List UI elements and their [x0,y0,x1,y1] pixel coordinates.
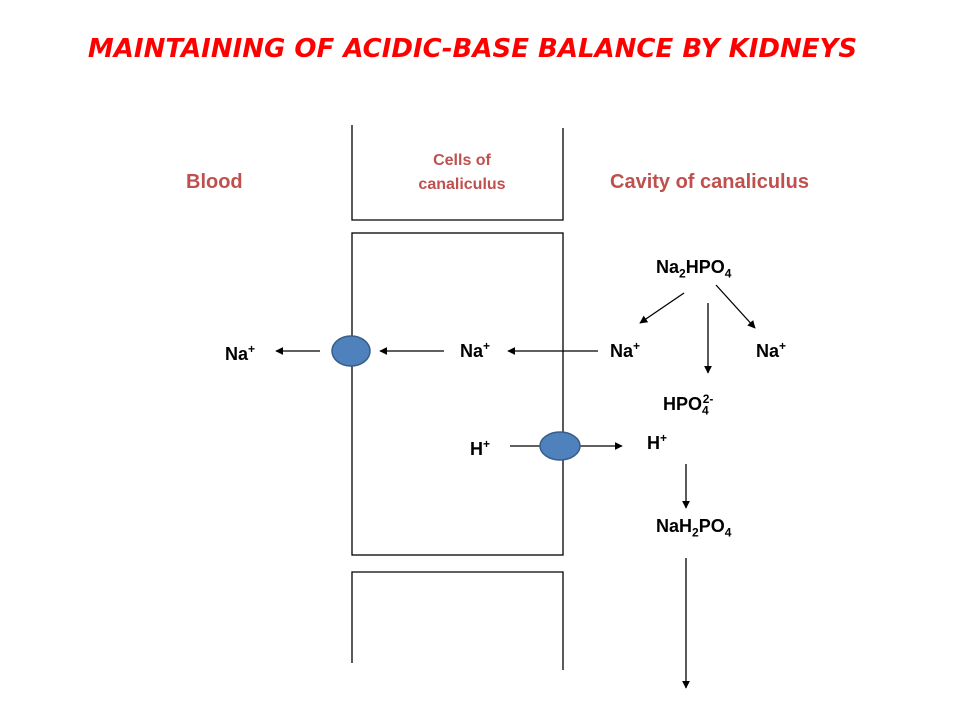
na-ion-cell: Na+ [460,339,490,362]
page-title: MAINTAINING OF ACIDIC-BASE BALANCE BY KI… [87,34,858,64]
arrows [275,284,756,689]
na-ion-cavity-1: Na+ [610,339,640,362]
cells-label-line2: canaliculus [418,176,506,193]
na-ion-cavity-2: Na+ [756,339,786,362]
middle-cell-outline [351,232,564,556]
nah2po4-label: NaH2PO4 [656,516,731,540]
na2hpo4-sub1: 2 [679,266,686,281]
na-ion-cavity-1-charge: + [633,339,641,353]
na2hpo4-part1: Na [656,257,680,277]
hpo4-charge: 2- [702,392,714,406]
h-ion-cell: H+ [470,437,490,460]
h-ion-cavity-charge: + [660,431,668,445]
nah2po4-sub2: 4 [724,525,732,540]
h-transporter [539,431,581,461]
na-ion-blood-charge: + [248,342,256,356]
h-ion-cavity: H+ [647,431,667,454]
na-ion-cavity-2-charge: + [779,339,787,353]
hpo4-sub1: 4 [702,403,709,418]
h-ion-cavity-symbol: H [647,433,660,453]
h-ion-cell-symbol: H [470,439,483,459]
h-ion-cell-charge: + [483,437,491,451]
nah2po4-part1: NaH [656,516,693,536]
na-ion-cell-symbol: Na [460,341,484,361]
arrow-na2hpo4-left [639,292,685,324]
na-transporter [331,335,371,367]
na2hpo4-sub2: 4 [724,266,732,281]
arrow-na2hpo4-right [715,284,756,329]
na-ion-blood: Na+ [225,342,255,365]
cells-label: Cells of canaliculus [362,149,562,197]
nah2po4-sub1: 2 [692,525,699,540]
na-ion-cavity-2-symbol: Na [756,341,780,361]
nah2po4-part2: PO [698,516,725,536]
hpo4-part1: HPO [663,394,703,414]
na2hpo4-label: Na2HPO4 [656,257,731,281]
cavity-label: Cavity of canaliculus [610,171,809,193]
na-ion-blood-symbol: Na [225,344,249,364]
hpo4-label: HPO42- [663,392,713,418]
blood-label: Blood [186,171,243,193]
na-ion-cell-charge: + [483,339,491,353]
na-ion-cavity-1-symbol: Na [610,341,634,361]
na2hpo4-part2: HPO [685,257,725,277]
bottom-cell-outline [351,571,564,670]
top-cell-outline [351,125,564,221]
cell-walls [351,125,564,670]
cells-label-line1: Cells of [433,152,491,169]
